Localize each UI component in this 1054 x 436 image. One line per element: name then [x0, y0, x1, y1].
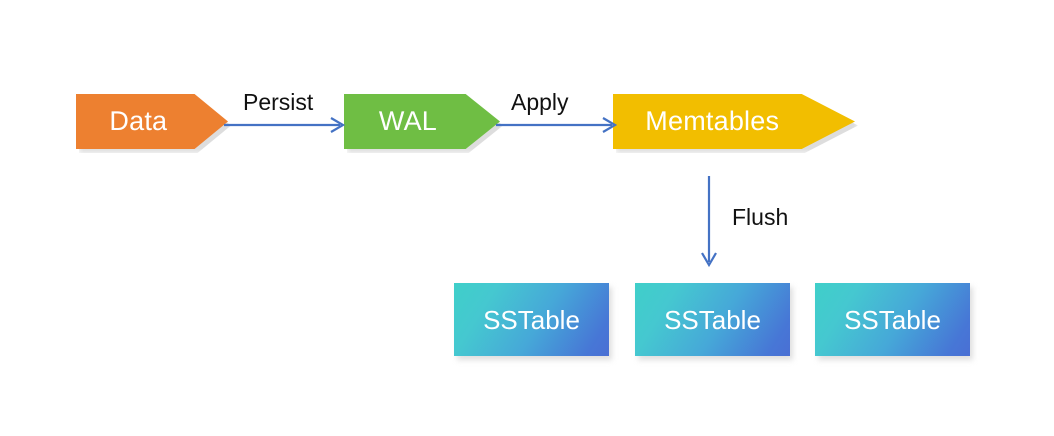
node-sstable-2-label: SSTable: [664, 304, 761, 335]
node-sstable-1[interactable]: SSTable: [454, 283, 609, 356]
node-data[interactable]: Data: [76, 94, 228, 149]
node-memtables-label: Memtables: [645, 106, 780, 136]
node-sstable-1-label: SSTable: [483, 304, 580, 335]
edge-flush-arrow: [701, 176, 717, 268]
node-wal[interactable]: WAL: [344, 94, 500, 149]
edge-persist-label: Persist: [243, 89, 314, 115]
edge-flush-label: Flush: [732, 204, 789, 230]
node-wal-label: WAL: [378, 106, 438, 136]
edge-persist-arrow: [224, 117, 346, 133]
node-data-label: Data: [109, 106, 168, 136]
node-sstable-3-label: SSTable: [844, 304, 941, 335]
edge-apply-arrow: [496, 117, 618, 133]
node-sstable-3[interactable]: SSTable: [815, 283, 970, 356]
node-sstable-2[interactable]: SSTable: [635, 283, 790, 356]
edge-apply-label: Apply: [511, 89, 569, 115]
node-memtables[interactable]: Memtables: [613, 94, 855, 149]
